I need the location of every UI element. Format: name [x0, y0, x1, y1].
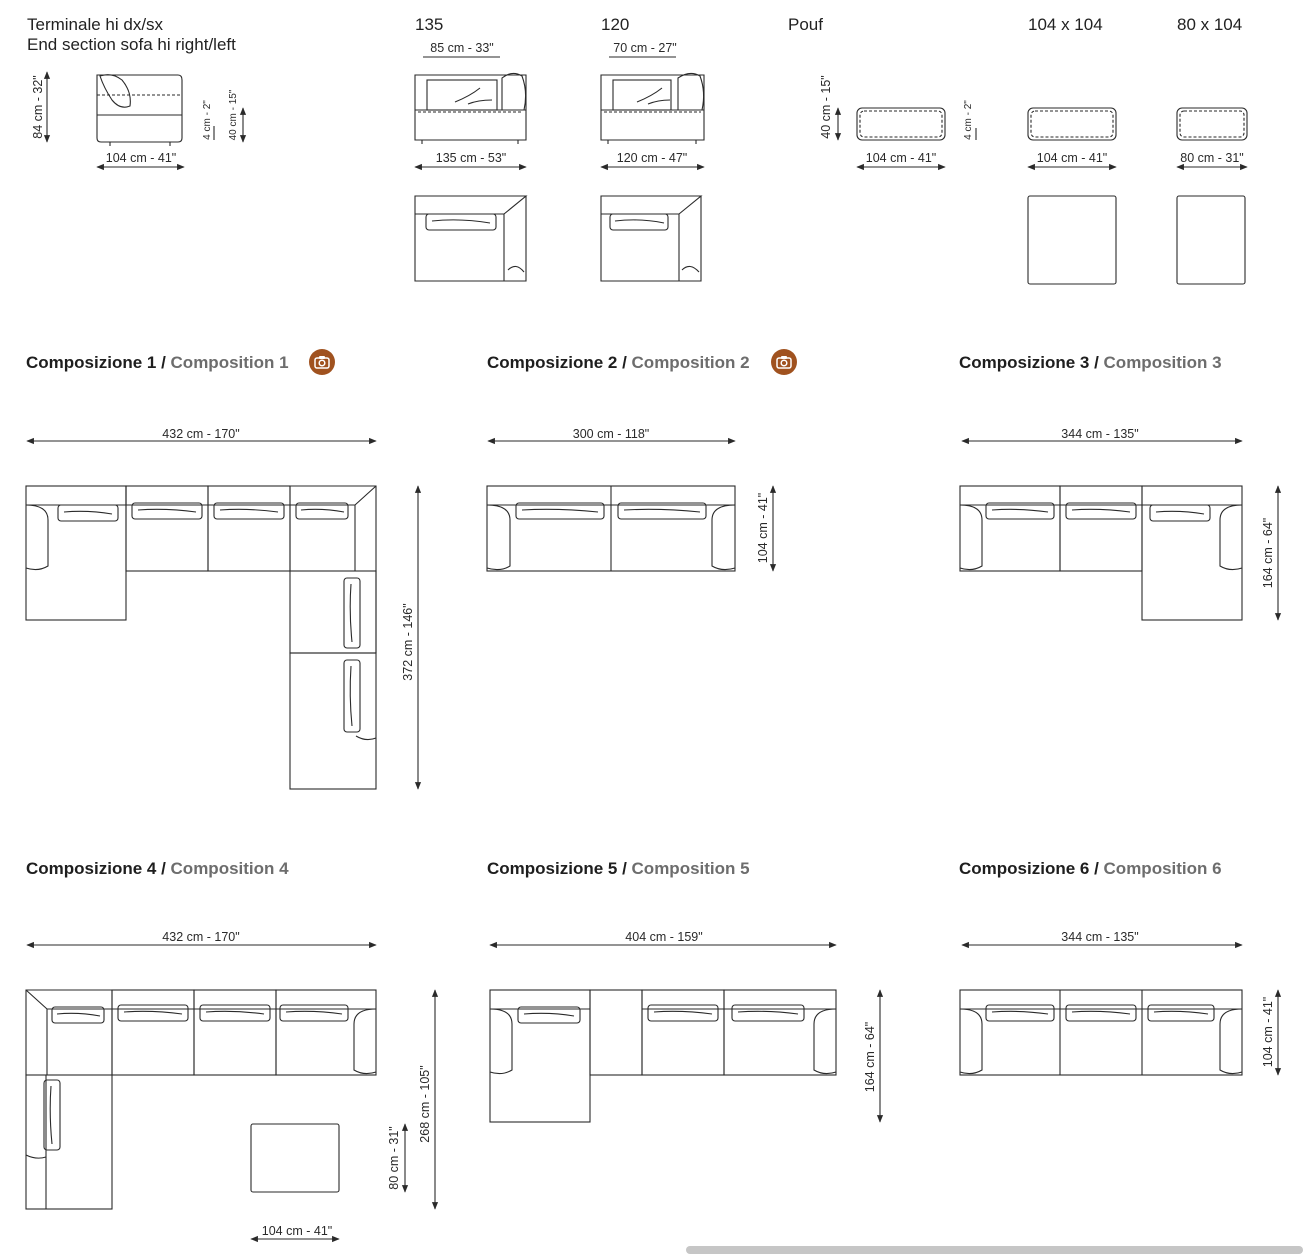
pouf-80-top-view	[1176, 195, 1246, 285]
composition-6-plan	[959, 989, 1243, 1076]
horizontal-scrollbar[interactable]	[686, 1246, 1303, 1254]
composition-3-title: Composizione 3 / Composition 3	[959, 353, 1222, 372]
dim-comp2-width: 300 cm - 118"	[573, 427, 649, 441]
composition-1-title: Composizione 1 / Composition 1	[26, 353, 289, 372]
dim-end-seat: 40 cm - 15"	[228, 89, 239, 140]
dim-p80-width: 80 cm - 31"	[1180, 151, 1244, 165]
dim-120-width: 120 cm - 47"	[617, 151, 687, 165]
composition-5-title: Composizione 5 / Composition 5	[487, 859, 750, 878]
end-section-title-it: Terminale hi dx/sx	[27, 15, 164, 34]
dim-comp4-width: 432 cm - 170"	[162, 930, 239, 944]
dim-end-cushion: 4 cm - 2"	[202, 100, 213, 140]
dim-comp5-depth: 164 cm - 64"	[863, 1022, 877, 1092]
dim-end-height: 84 cm - 32"	[31, 75, 45, 139]
composition-4-plan	[25, 989, 377, 1210]
composition-1-plan	[25, 485, 377, 790]
pouf-104-side-view	[856, 107, 946, 141]
dim-comp2-depth: 104 cm - 41"	[756, 493, 770, 563]
dim-comp4-pouf-width: 104 cm - 41"	[262, 1224, 332, 1238]
dim-comp1-width: 432 cm - 170"	[162, 427, 239, 441]
dim-comp6-width: 344 cm - 135"	[1061, 930, 1138, 944]
dim-p104-width: 104 cm - 41"	[1037, 151, 1107, 165]
composition-2-photo-button[interactable]	[771, 349, 797, 375]
composition-2-title: Composizione 2 / Composition 2	[487, 353, 750, 372]
dim-comp1-depth: 372 cm - 146"	[401, 603, 415, 680]
dim-comp4-pouf-depth: 80 cm - 31"	[387, 1126, 401, 1190]
dim-pouf-cushion: 4 cm - 2"	[963, 100, 974, 140]
pouf-104-top-view	[1027, 195, 1117, 285]
composition-1-photo-button[interactable]	[309, 349, 335, 375]
composition-2-plan	[486, 485, 736, 572]
pouf-104-title: 104 x 104	[1028, 15, 1103, 34]
dim-135-back: 85 cm - 33"	[430, 41, 494, 55]
dim-120-back: 70 cm - 27"	[613, 41, 677, 55]
dim-pouf-height: 40 cm - 15"	[819, 75, 833, 139]
dim-135-width: 135 cm - 53"	[436, 151, 506, 165]
composition-6-title: Composizione 6 / Composition 6	[959, 859, 1222, 878]
dim-comp6-depth: 104 cm - 41"	[1261, 997, 1275, 1067]
camera-icon	[314, 356, 330, 369]
pouf-104-front-view	[1027, 107, 1117, 141]
composition-4-title: Composizione 4 / Composition 4	[26, 859, 289, 878]
camera-icon	[776, 356, 792, 369]
sofa-135-top-view	[414, 195, 528, 282]
pouf-title: Pouf	[788, 15, 823, 34]
composition-3-plan	[959, 485, 1243, 621]
end-section-title-en: End section sofa hi right/left	[27, 35, 236, 54]
dim-comp3-depth: 164 cm - 64"	[1261, 518, 1275, 588]
pouf-80-title: 80 x 104	[1177, 15, 1243, 34]
dim-comp3-width: 344 cm - 135"	[1061, 427, 1138, 441]
composition-5-plan	[489, 989, 837, 1123]
sofa-120-front-view	[600, 72, 705, 144]
dim-comp4-depth: 268 cm - 105"	[418, 1065, 432, 1142]
dim-pouf-width: 104 cm - 41"	[866, 151, 936, 165]
dim-end-width: 104 cm - 41"	[106, 151, 176, 165]
size-120-title: 120	[601, 15, 630, 34]
size-135-title: 135	[415, 15, 444, 34]
dim-comp5-width: 404 cm - 159"	[625, 930, 702, 944]
sofa-120-top-view	[600, 195, 703, 282]
end-section-side-view	[96, 74, 183, 146]
pouf-80-front-view	[1176, 107, 1248, 141]
sofa-135-front-view	[414, 72, 527, 144]
